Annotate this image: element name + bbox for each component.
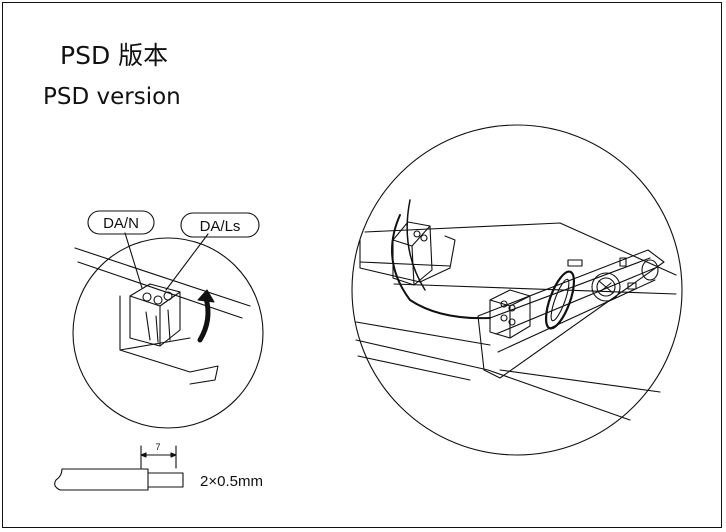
strip-length: 7 — [155, 442, 160, 452]
title-english: PSD version — [43, 84, 181, 110]
leader-line — [165, 233, 209, 291]
leader-neutral — [124, 232, 143, 289]
label-line: DA/Ls — [200, 218, 241, 235]
label-neutral: DA/N — [103, 215, 139, 232]
wire-strip-drawing — [54, 445, 184, 491]
terminal-detail-circle — [72, 237, 264, 429]
label-bubble-line — [180, 212, 260, 238]
title-chinese: PSD 版本 — [60, 41, 169, 70]
wire-spec: 2×0.5mm — [200, 473, 263, 490]
label-bubble-neutral — [87, 210, 155, 235]
luminaire-detail-circle — [351, 124, 683, 456]
